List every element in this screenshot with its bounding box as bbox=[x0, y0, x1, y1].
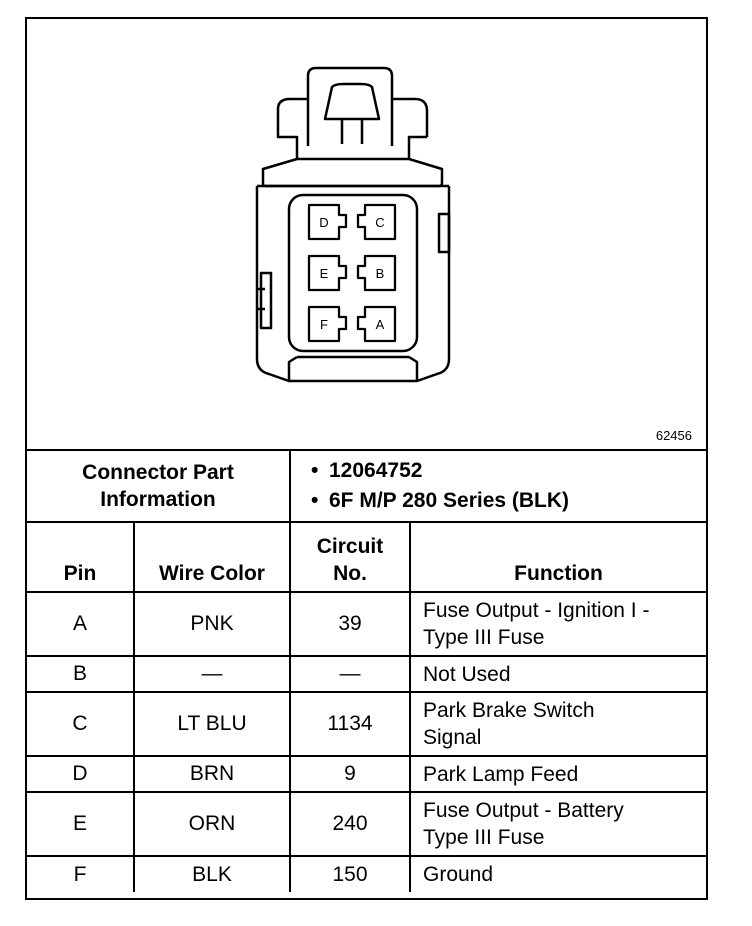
side-lock-right bbox=[437, 212, 451, 254]
function-line1: Not Used bbox=[423, 662, 511, 686]
connector-info-label: Connector Part Information bbox=[27, 451, 291, 523]
function-cell: Fuse Output - Ignition I - Type III Fuse bbox=[408, 591, 707, 657]
pinout-table: Connector Part Information 12064752 6F M… bbox=[27, 451, 707, 892]
cavity-label-c: C bbox=[375, 215, 384, 230]
table-row: B — — Not Used bbox=[27, 655, 707, 693]
function-cell: Fuse Output - Battery Type III Fuse bbox=[408, 791, 707, 857]
function-cell: Park Lamp Feed bbox=[408, 755, 707, 793]
info-label-line2: Information bbox=[100, 488, 216, 511]
connector-drawing: D C E B F A bbox=[255, 66, 451, 383]
wire-color-cell: BLK bbox=[133, 855, 291, 892]
cavity-b bbox=[356, 254, 397, 292]
wire-color-cell: BRN bbox=[133, 755, 291, 793]
function-cell: Not Used bbox=[408, 655, 707, 693]
circuit-cell: 1134 bbox=[289, 691, 411, 757]
function-line1: Ground bbox=[423, 863, 494, 886]
function-cell: Park Brake Switch Signal bbox=[408, 691, 707, 757]
pin-cell: A bbox=[27, 591, 135, 657]
pin-cell: F bbox=[27, 855, 135, 892]
connector-info-values: 12064752 6F M/P 280 Series (BLK) bbox=[288, 451, 707, 523]
table-header-row: Pin Wire Color Circuit No. Function bbox=[27, 521, 707, 593]
connector-series: 6F M/P 280 Series (BLK) bbox=[311, 486, 706, 516]
cavity-label-e: E bbox=[320, 266, 329, 281]
header-wire-color: Wire Color bbox=[133, 521, 291, 593]
cavity-e bbox=[307, 254, 348, 292]
part-number: 12064752 bbox=[311, 456, 706, 486]
pin-cell: B bbox=[27, 655, 135, 693]
header-circuit-line2: No. bbox=[333, 562, 367, 585]
wire-color-cell: LT BLU bbox=[133, 691, 291, 757]
function-line1: Fuse Output - Ignition I - bbox=[423, 599, 650, 622]
function-line2: Type III Fuse bbox=[423, 626, 545, 649]
circuit-cell: 9 bbox=[289, 755, 411, 793]
function-line1: Fuse Output - Battery bbox=[423, 799, 624, 822]
header-circuit: Circuit No. bbox=[289, 521, 411, 593]
figure-id: 62456 bbox=[655, 428, 692, 443]
circuit-cell: 150 bbox=[289, 855, 411, 892]
side-lock-left bbox=[259, 271, 273, 330]
diagram-frame: D C E B F A 62456 Connector Part Informa… bbox=[25, 17, 708, 900]
connector-figure: D C E B F A 62456 bbox=[27, 19, 706, 451]
cavity-a bbox=[356, 305, 397, 343]
wire-color-cell: — bbox=[133, 655, 291, 693]
latch-shoulders bbox=[276, 97, 429, 137]
table-row: C LT BLU 1134 Park Brake Switch Signal bbox=[27, 691, 707, 757]
cavity-label-d: D bbox=[319, 215, 328, 230]
function-line2: Type III Fuse bbox=[423, 826, 545, 849]
latch-outer bbox=[306, 66, 394, 146]
header-function: Function bbox=[408, 521, 707, 593]
table-row: A PNK 39 Fuse Output - Ignition I - Type… bbox=[27, 591, 707, 657]
body-right bbox=[408, 186, 451, 383]
cavity-label-a: A bbox=[376, 317, 385, 332]
cavity-f bbox=[307, 305, 348, 343]
function-line2: Signal bbox=[423, 726, 482, 749]
cavity-c bbox=[356, 203, 397, 241]
table-row: F BLK 150 Ground bbox=[27, 855, 707, 892]
cavity-label-f: F bbox=[320, 317, 328, 332]
function-line1: Park Brake Switch bbox=[423, 699, 595, 722]
latch-tab bbox=[323, 82, 381, 121]
circuit-cell: 39 bbox=[289, 591, 411, 657]
pin-cell: C bbox=[27, 691, 135, 757]
circuit-cell: 240 bbox=[289, 791, 411, 857]
inner-body bbox=[287, 193, 419, 353]
latch-stem bbox=[340, 118, 364, 144]
cavity-d bbox=[307, 203, 348, 241]
table-row: E ORN 240 Fuse Output - Battery Type III… bbox=[27, 791, 707, 857]
info-label-line1: Connector Part bbox=[82, 461, 234, 484]
circuit-cell: — bbox=[289, 655, 411, 693]
pin-cell: D bbox=[27, 755, 135, 793]
collar bbox=[261, 157, 444, 188]
connector-info-row: Connector Part Information 12064752 6F M… bbox=[27, 451, 707, 523]
body-left bbox=[255, 186, 298, 383]
pin-cell: E bbox=[27, 791, 135, 857]
wire-color-cell: PNK bbox=[133, 591, 291, 657]
function-line1: Park Lamp Feed bbox=[423, 762, 579, 786]
header-pin: Pin bbox=[27, 521, 135, 593]
cavity-label-b: B bbox=[376, 266, 385, 281]
header-circuit-line1: Circuit bbox=[316, 535, 384, 558]
wire-color-cell: ORN bbox=[133, 791, 291, 857]
function-cell: Ground bbox=[408, 855, 707, 892]
table-row: D BRN 9 Park Lamp Feed bbox=[27, 755, 707, 793]
